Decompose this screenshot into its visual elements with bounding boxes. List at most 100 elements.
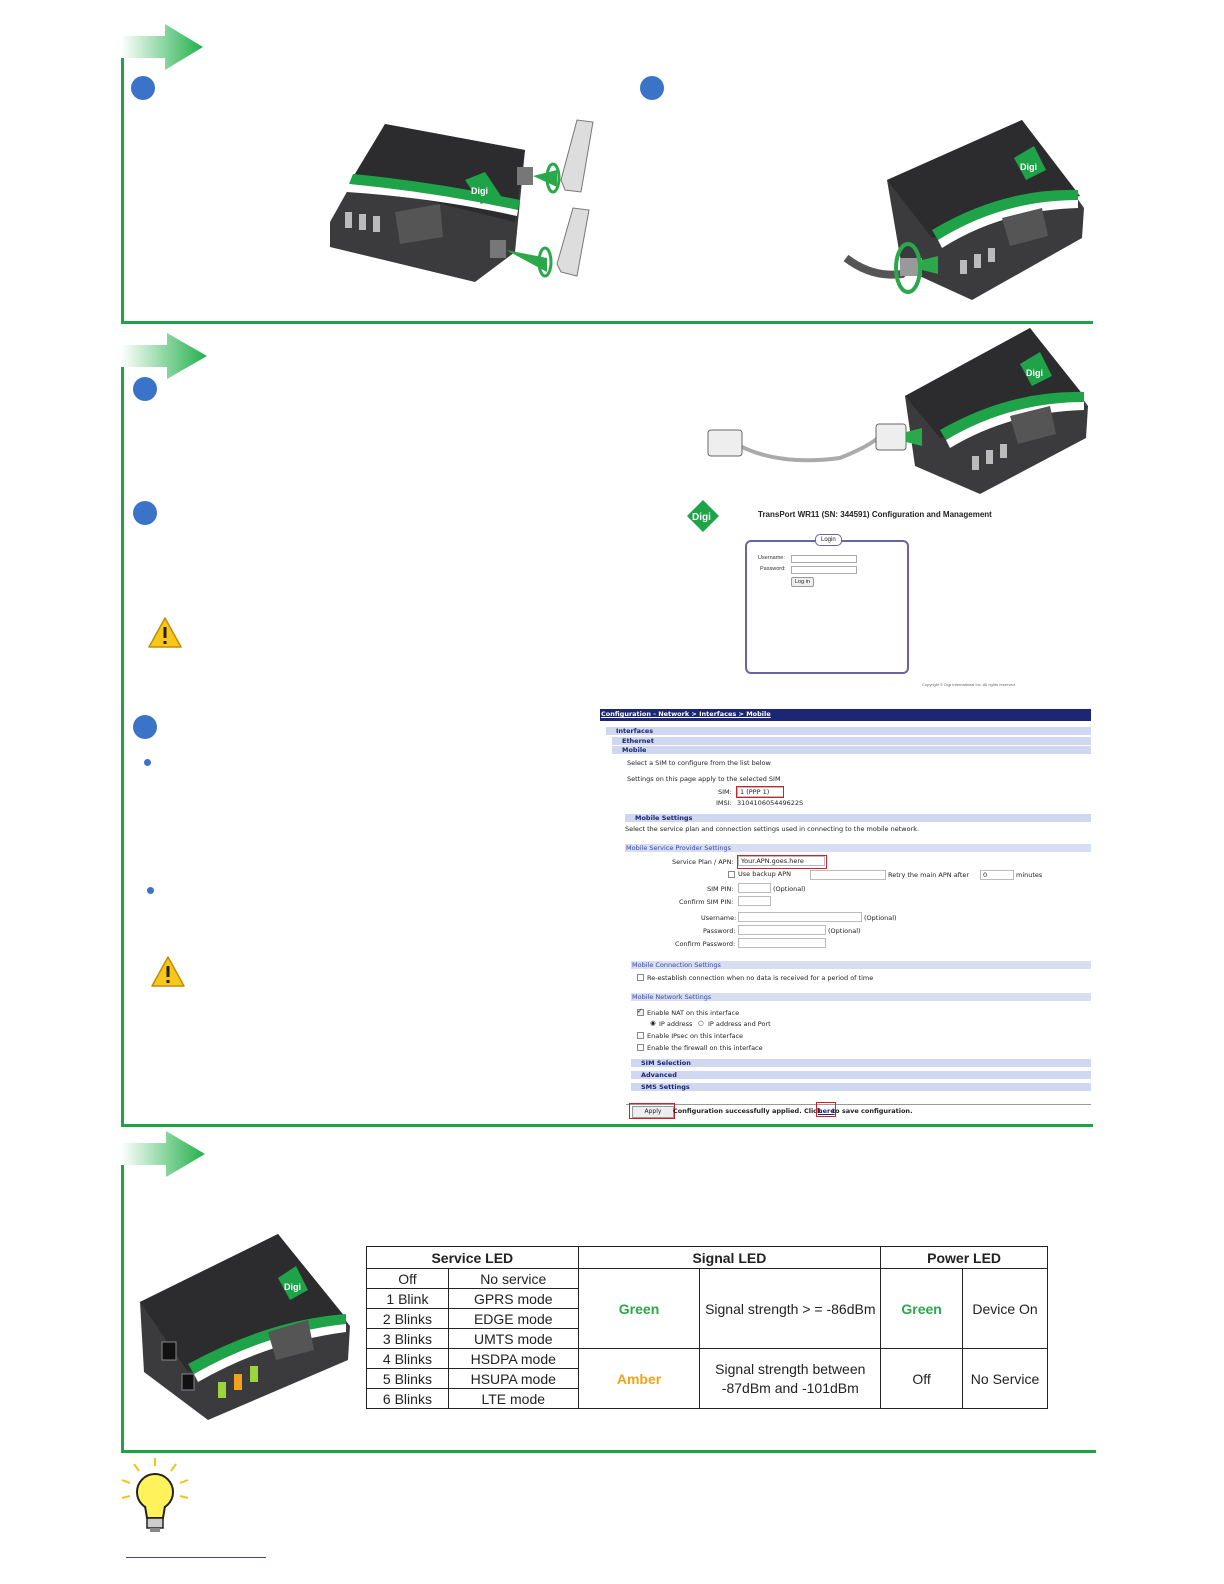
nav-ethernet[interactable]: Ethernet (612, 737, 1091, 745)
step-1-marker (131, 76, 155, 100)
nav-mobile[interactable]: Mobile (612, 746, 1091, 754)
login-tab: Login (815, 534, 842, 546)
service-state: 2 Blinks (366, 1308, 449, 1329)
step-3-marker (133, 377, 157, 401)
power-green-label: Green (880, 1268, 964, 1349)
warning-icon (151, 956, 185, 987)
table-row: 4 Blinks HSDPA mode Amber Signal strengt… (366, 1348, 1048, 1409)
device-antenna-illustration: Digi (330, 119, 594, 282)
power-off-label: Off (880, 1348, 964, 1409)
status-link[interactable]: here (818, 1107, 835, 1115)
advanced-header[interactable]: Advanced (631, 1071, 1091, 1079)
enable-nat-check-mark: ✓ (637, 1007, 643, 1015)
imsi-label: IMSI: (716, 799, 732, 807)
radio-ip-port-label: IP address and Port (708, 1020, 771, 1028)
table-row: 1 Blink GPRS mode (366, 1288, 1048, 1309)
radio-ip-address[interactable]: ◉ (650, 1019, 656, 1027)
username-input[interactable] (738, 912, 862, 922)
signal-green-label: Green (577, 1268, 701, 1349)
section-3-frame-bottom (121, 1450, 1096, 1453)
connection-settings-header: Mobile Connection Settings (631, 961, 1091, 969)
confirm-password-input[interactable] (738, 938, 826, 948)
service-state: 5 Blinks (366, 1368, 449, 1389)
sms-settings-header[interactable]: SMS Settings (631, 1083, 1091, 1091)
sim-pin-input[interactable] (738, 883, 771, 893)
password-optional: (Optional) (828, 927, 861, 935)
table-row: 2 Blinks EDGE mode (366, 1308, 1048, 1329)
retry-unit: minutes (1016, 871, 1043, 879)
apply-highlight (629, 1103, 675, 1119)
backup-apn-checkbox[interactable] (728, 871, 735, 878)
svg-text:Digi: Digi (1026, 368, 1043, 378)
service-state: 3 Blinks (366, 1328, 449, 1349)
password-input[interactable] (791, 566, 857, 574)
username-input[interactable] (791, 555, 857, 563)
enable-nat-checkbox[interactable] (637, 1009, 644, 1016)
arrow-right-icon (121, 24, 203, 70)
svg-text:Digi: Digi (1020, 162, 1037, 172)
mobile-settings-header[interactable]: Mobile Settings (625, 814, 1091, 822)
nav-interfaces[interactable]: Interfaces (606, 727, 1091, 735)
warning-icon (148, 617, 182, 648)
device-led-illustration: Digi (140, 1234, 350, 1420)
password-input[interactable] (738, 925, 826, 935)
table-row: 3 Blinks UMTS mode (366, 1328, 1048, 1349)
status-suffix: to save configuration. (832, 1107, 913, 1115)
footer-rule (626, 1104, 1091, 1105)
device-ethernet-illustration: Digi (707, 328, 1088, 494)
enable-nat-label: Enable NAT on this interface (647, 1009, 740, 1017)
section-2-frame-bottom (121, 1124, 1093, 1127)
here-highlight (816, 1102, 836, 1117)
apply-button[interactable]: Apply (632, 1106, 674, 1118)
lightbulb-icon (121, 1458, 189, 1532)
config-screen: Configuration - Network > Interfaces > M… (600, 709, 1091, 1119)
sim-selection-header[interactable]: SIM Selection (631, 1059, 1091, 1067)
confirm-sim-pin-label: Confirm SIM PIN: (679, 898, 734, 906)
breadcrumb[interactable]: Configuration - Network > Interfaces > M… (601, 710, 771, 718)
breadcrumb-bar (600, 709, 1091, 721)
service-state: 4 Blinks (366, 1348, 449, 1369)
enable-firewall-checkbox[interactable] (637, 1044, 644, 1051)
username-label: Username: (758, 555, 785, 561)
arrow-right-icon (121, 333, 207, 379)
apn-highlight (737, 855, 827, 869)
service-meaning: HSDPA mode (447, 1348, 579, 1369)
imsi-value: 310410605449622S (737, 799, 804, 807)
retry-input[interactable]: 0 (980, 870, 1014, 880)
apn-input[interactable]: Your.APN.goes.here (738, 856, 825, 866)
username-label: Username: (701, 914, 737, 922)
radio-ip-port[interactable]: ○ (698, 1019, 704, 1027)
section-1-frame-bottom (121, 321, 1093, 324)
enable-ipsec-label: Enable IPsec on this interface (647, 1032, 744, 1040)
apn-label: Service Plan / APN: (672, 858, 734, 866)
confirm-sim-pin-input[interactable] (738, 896, 771, 906)
service-state: Off (366, 1268, 449, 1289)
section-2-frame-left (121, 345, 124, 1127)
svg-text:Digi: Digi (284, 1282, 301, 1292)
service-state: 6 Blinks (366, 1388, 449, 1409)
enable-firewall-label: Enable the firewall on this interface (647, 1044, 763, 1052)
password-label: Password: (760, 566, 786, 572)
signal-led-header: Signal LED (577, 1246, 882, 1269)
bullet-1 (144, 759, 151, 766)
sim-label: SIM: (718, 788, 732, 796)
power-led-header: Power LED (880, 1246, 1048, 1269)
login-button[interactable]: Log in (791, 577, 814, 587)
username-optional: (Optional) (864, 914, 897, 922)
section-1-frame-left (121, 36, 124, 324)
network-settings-header: Mobile Network Settings (631, 993, 1091, 1001)
service-meaning: GPRS mode (447, 1288, 579, 1309)
device-cable-illustration: Digi (843, 120, 1084, 300)
enable-ipsec-checkbox[interactable] (637, 1032, 644, 1039)
signal-amber-label: Amber (577, 1348, 701, 1409)
signal-amber-desc: Signal strength between -87dBm and -101d… (699, 1348, 882, 1409)
service-meaning: UMTS mode (447, 1328, 579, 1349)
backup-apn-label: Use backup APN (738, 870, 791, 878)
backup-apn-input[interactable] (810, 870, 886, 880)
mobile-settings-desc: Select the service plan and connection s… (625, 825, 920, 833)
reestablish-checkbox[interactable] (637, 974, 644, 981)
retry-label: Retry the main APN after (888, 871, 970, 879)
service-meaning: HSUPA mode (447, 1368, 579, 1389)
login-page-title: TransPort WR11 (SN: 344591) Configuratio… (758, 510, 992, 519)
sim-highlight (736, 786, 784, 798)
